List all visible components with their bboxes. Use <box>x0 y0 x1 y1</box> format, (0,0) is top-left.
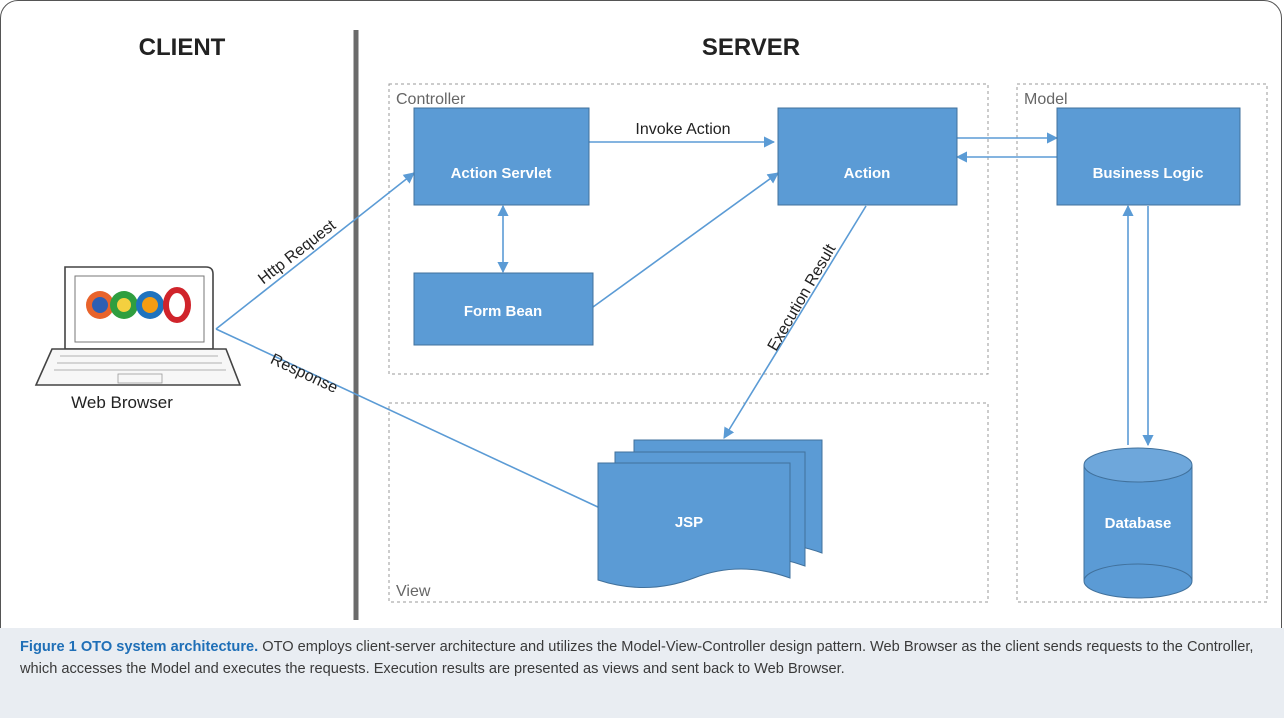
client-header: CLIENT <box>139 34 226 61</box>
action-servlet-label: Action Servlet <box>451 165 552 182</box>
execution-result-label: Execution Result <box>765 241 840 354</box>
form-bean-label: Form Bean <box>464 303 542 320</box>
arrow-response <box>215 328 601 509</box>
jsp-documents <box>597 439 823 588</box>
arrow-http-request <box>215 172 415 330</box>
response-label: Response <box>268 351 341 397</box>
http-request-label: Http Request <box>255 217 339 288</box>
laptop-icon <box>34 266 242 386</box>
caption-text: OTO employs client-server architecture a… <box>20 639 1254 677</box>
action-box <box>777 107 958 206</box>
view-section-label: View <box>396 583 431 600</box>
action-label: Action <box>844 165 891 182</box>
controller-section <box>388 83 989 375</box>
model-section-label: Model <box>1024 91 1068 108</box>
business-logic-box <box>1056 107 1241 206</box>
caption-label: Figure 1 OTO system architecture. <box>20 639 259 655</box>
action-servlet-box <box>413 107 590 206</box>
jsp-label: JSP <box>675 514 703 531</box>
view-section <box>388 402 989 603</box>
web-browser-label: Web Browser <box>71 393 173 412</box>
invoke-action-label: Invoke Action <box>635 121 730 138</box>
business-logic-label: Business Logic <box>1093 165 1204 182</box>
figure-caption: Figure 1 OTO system architecture. OTO em… <box>20 636 1266 680</box>
architecture-diagram: CLIENT SERVER Controller Model View Invo… <box>34 30 1268 620</box>
database-label: Database <box>1105 515 1172 532</box>
arrow-formbean-action <box>592 172 779 308</box>
arrow-execution-result <box>723 205 867 439</box>
form-bean-box <box>413 272 594 346</box>
server-header: SERVER <box>702 34 800 61</box>
database-cylinder <box>1083 447 1193 599</box>
browser-logos-icon <box>86 287 191 323</box>
controller-section-label: Controller <box>396 91 466 108</box>
caption-background <box>0 628 1284 718</box>
